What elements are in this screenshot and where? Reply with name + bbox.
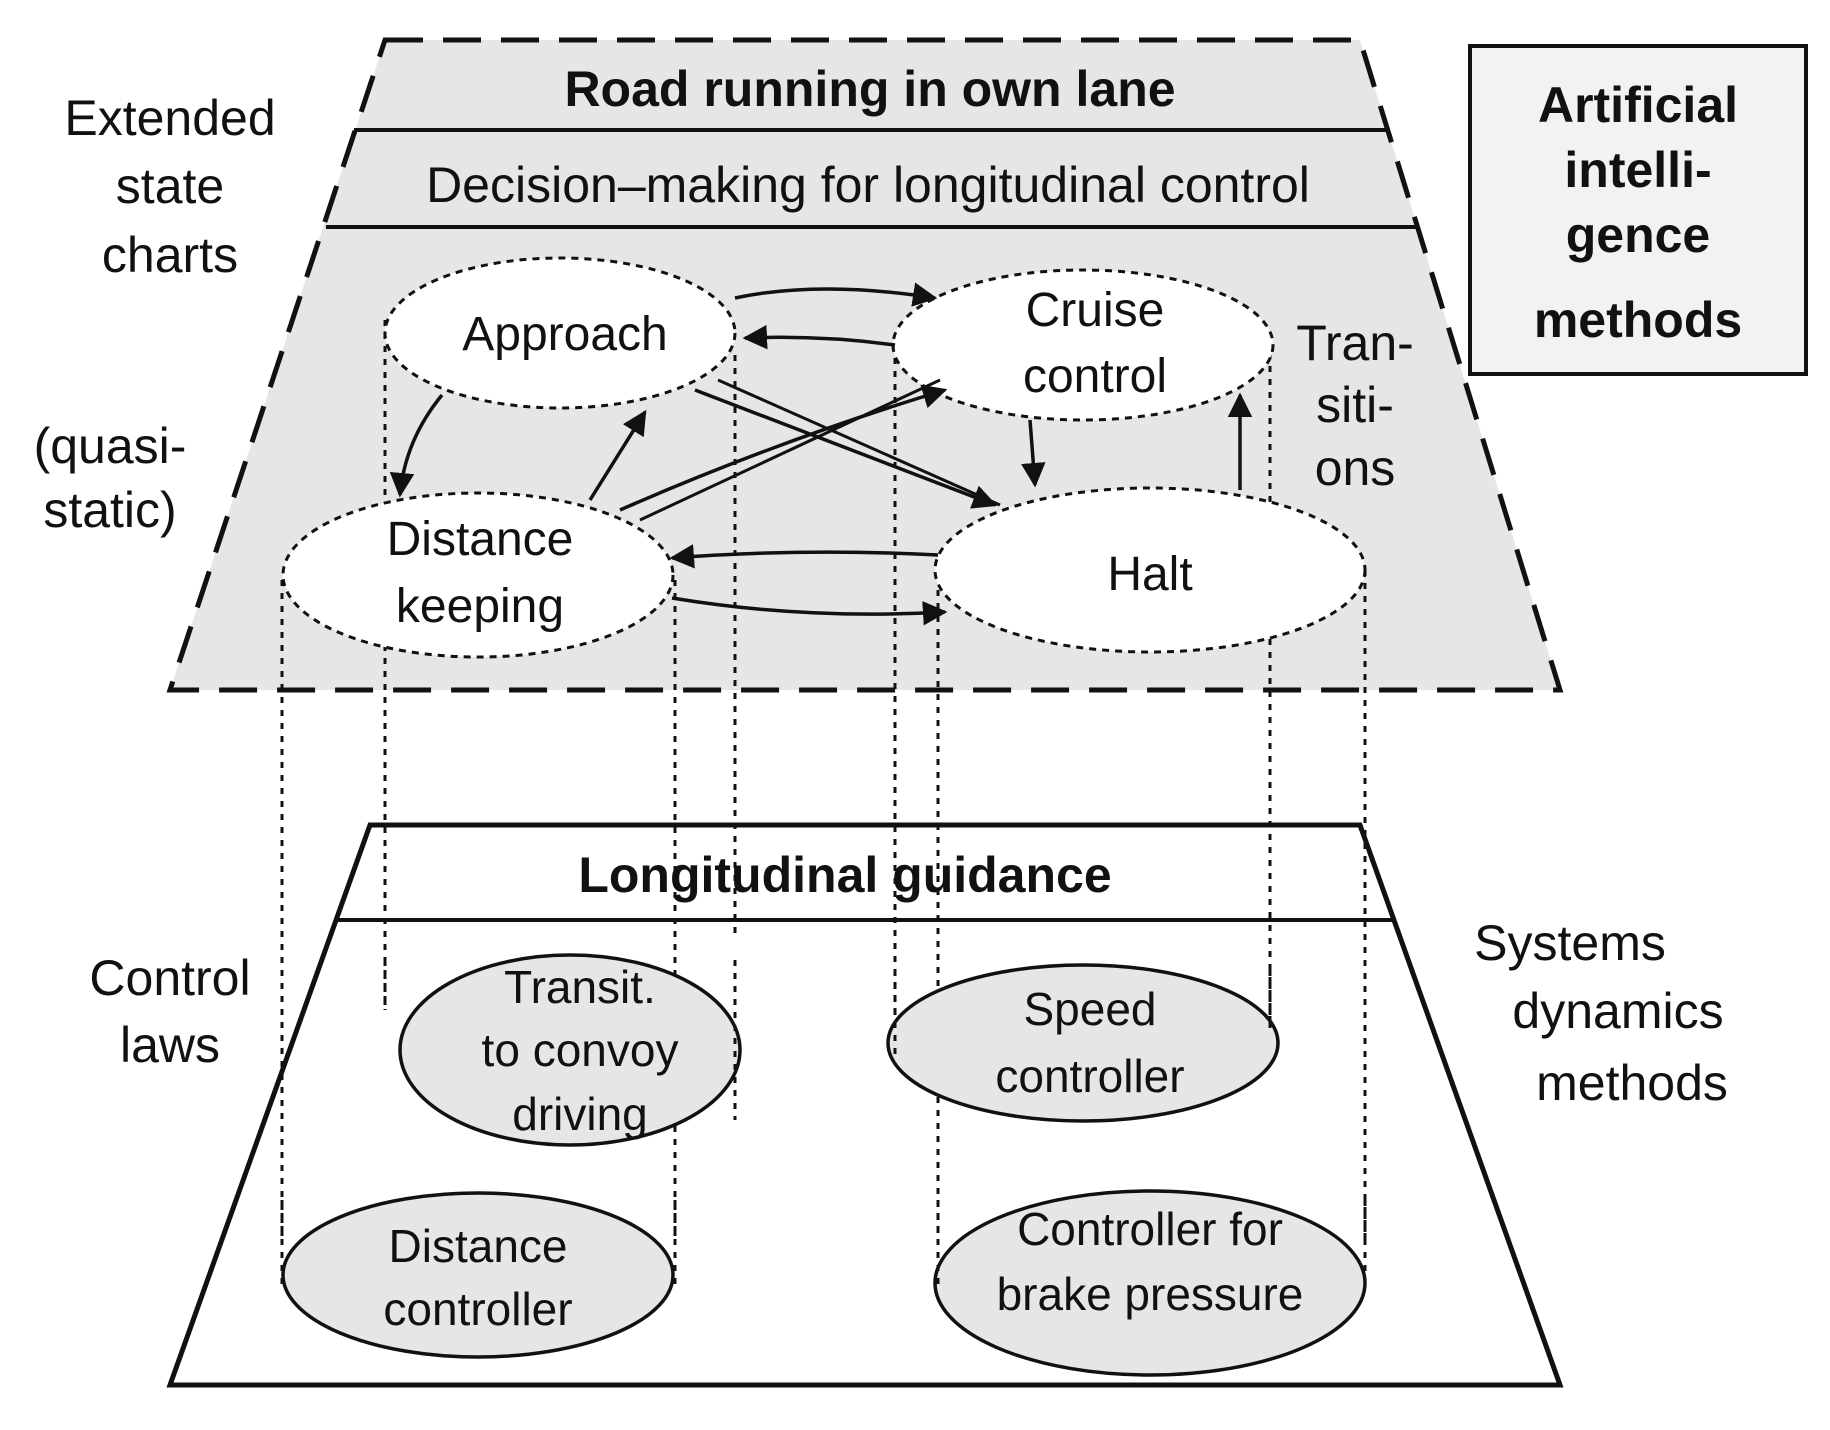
controller-distance-label-1: Distance <box>389 1220 568 1272</box>
controller-speed <box>886 963 1280 1123</box>
state-halt <box>933 486 1367 654</box>
projection-lines-front <box>280 960 1367 1290</box>
controller-brake-label-1: Controller for <box>1017 1203 1283 1255</box>
state-halt-label: Halt <box>1107 548 1192 601</box>
lower-layer-panel <box>166 822 1564 1388</box>
controller-transit-convoy <box>398 953 742 1147</box>
transitions-label-1: Tran- <box>1296 315 1414 371</box>
quasi-label-1: (quasi- <box>34 418 187 474</box>
systems-label-2: dynamics <box>1512 983 1723 1039</box>
state-cruise-label-2: control <box>1023 350 1167 403</box>
lower-layer-title: Longitudinal guidance <box>578 847 1111 903</box>
state-distance-label-2: keeping <box>396 580 564 633</box>
controller-speed-label-1: Speed <box>1023 983 1156 1035</box>
projection-lines <box>280 320 1367 1240</box>
ai-label-1: Artificial <box>1538 77 1738 133</box>
extended-label-1: Extended <box>64 90 275 146</box>
extended-label-3: charts <box>102 227 238 283</box>
transitions-label-2: siti- <box>1316 377 1394 433</box>
controller-transit-label-2: to convoy <box>482 1024 679 1076</box>
cross-lines <box>639 378 1001 522</box>
arrow-distance-to-halt <box>671 596 948 626</box>
controller-transit-label-1: Transit. <box>504 961 656 1013</box>
ai-label-3: gence <box>1566 207 1711 263</box>
arrow-distance-to-cruise <box>619 384 948 512</box>
extended-label-2: state <box>116 158 224 214</box>
quasi-label-2: static) <box>43 482 176 538</box>
controller-transit-label-3: driving <box>512 1088 648 1140</box>
arrow-distance-to-approach <box>588 409 647 501</box>
control-laws-label-2: laws <box>120 1017 220 1073</box>
systems-label-3: methods <box>1536 1055 1728 1111</box>
controller-speed-label-2: controller <box>995 1050 1184 1102</box>
state-distance-label-1: Distance <box>387 513 574 566</box>
arrow-halt-to-distance <box>669 544 939 569</box>
transitions-label-3: ons <box>1315 440 1396 496</box>
arrow-approach-to-distance <box>389 393 444 498</box>
state-approach-label: Approach <box>462 308 667 361</box>
controller-brake-label-2: brake pressure <box>997 1268 1304 1320</box>
ai-label-4: methods <box>1534 292 1742 348</box>
transition-arrows <box>389 282 1253 626</box>
state-distance-keeping <box>281 491 675 659</box>
controller-distance-label-2: controller <box>383 1283 572 1335</box>
control-laws-label-1: Control <box>89 950 250 1006</box>
state-approach <box>383 256 737 410</box>
ai-label-2: intelli- <box>1564 142 1711 198</box>
lower-trapezoid <box>166 822 1564 1388</box>
systems-label-1: Systems <box>1474 915 1666 971</box>
arrow-approach-to-cruise <box>734 282 938 307</box>
arrow-approach-to-halt <box>694 388 998 509</box>
upper-layer-subtitle: Decision–making for longitudinal control <box>426 157 1310 213</box>
arrow-cruise-to-halt <box>1021 419 1046 488</box>
upper-layer-title: Road running in own lane <box>564 61 1175 117</box>
state-cruise-label-1: Cruise <box>1026 284 1165 337</box>
controller-distance <box>281 1191 675 1359</box>
arrow-cruise-to-approach <box>742 324 896 350</box>
ai-methods-box <box>1468 44 1808 376</box>
